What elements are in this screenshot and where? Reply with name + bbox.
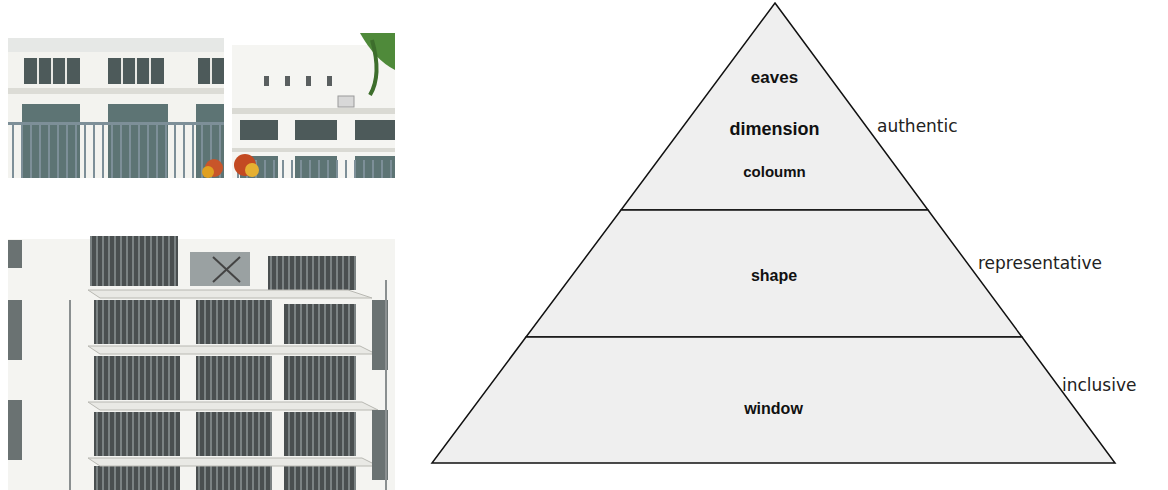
side-annotation: authentic xyxy=(877,116,958,136)
band-shape xyxy=(621,3,928,210)
band-text: coloumn xyxy=(621,163,928,181)
pyramid-apex: eavesdimensioncoloumn xyxy=(621,3,928,210)
band-text: window xyxy=(432,399,1115,418)
photo-facade-louvers xyxy=(8,233,395,490)
pyramid-band: window xyxy=(432,337,1115,463)
band-shape xyxy=(526,210,1022,337)
photo-facade-one xyxy=(8,38,224,178)
photo-facade-two xyxy=(232,33,395,178)
band-text: eaves xyxy=(621,68,928,88)
side-annotation: representative xyxy=(978,253,1102,273)
band-text: shape xyxy=(526,266,1022,285)
band-shape xyxy=(432,337,1115,463)
band-outline xyxy=(432,337,1115,463)
pyramid-band: shape xyxy=(526,210,1022,337)
side-annotation: inclusive xyxy=(1062,375,1136,395)
